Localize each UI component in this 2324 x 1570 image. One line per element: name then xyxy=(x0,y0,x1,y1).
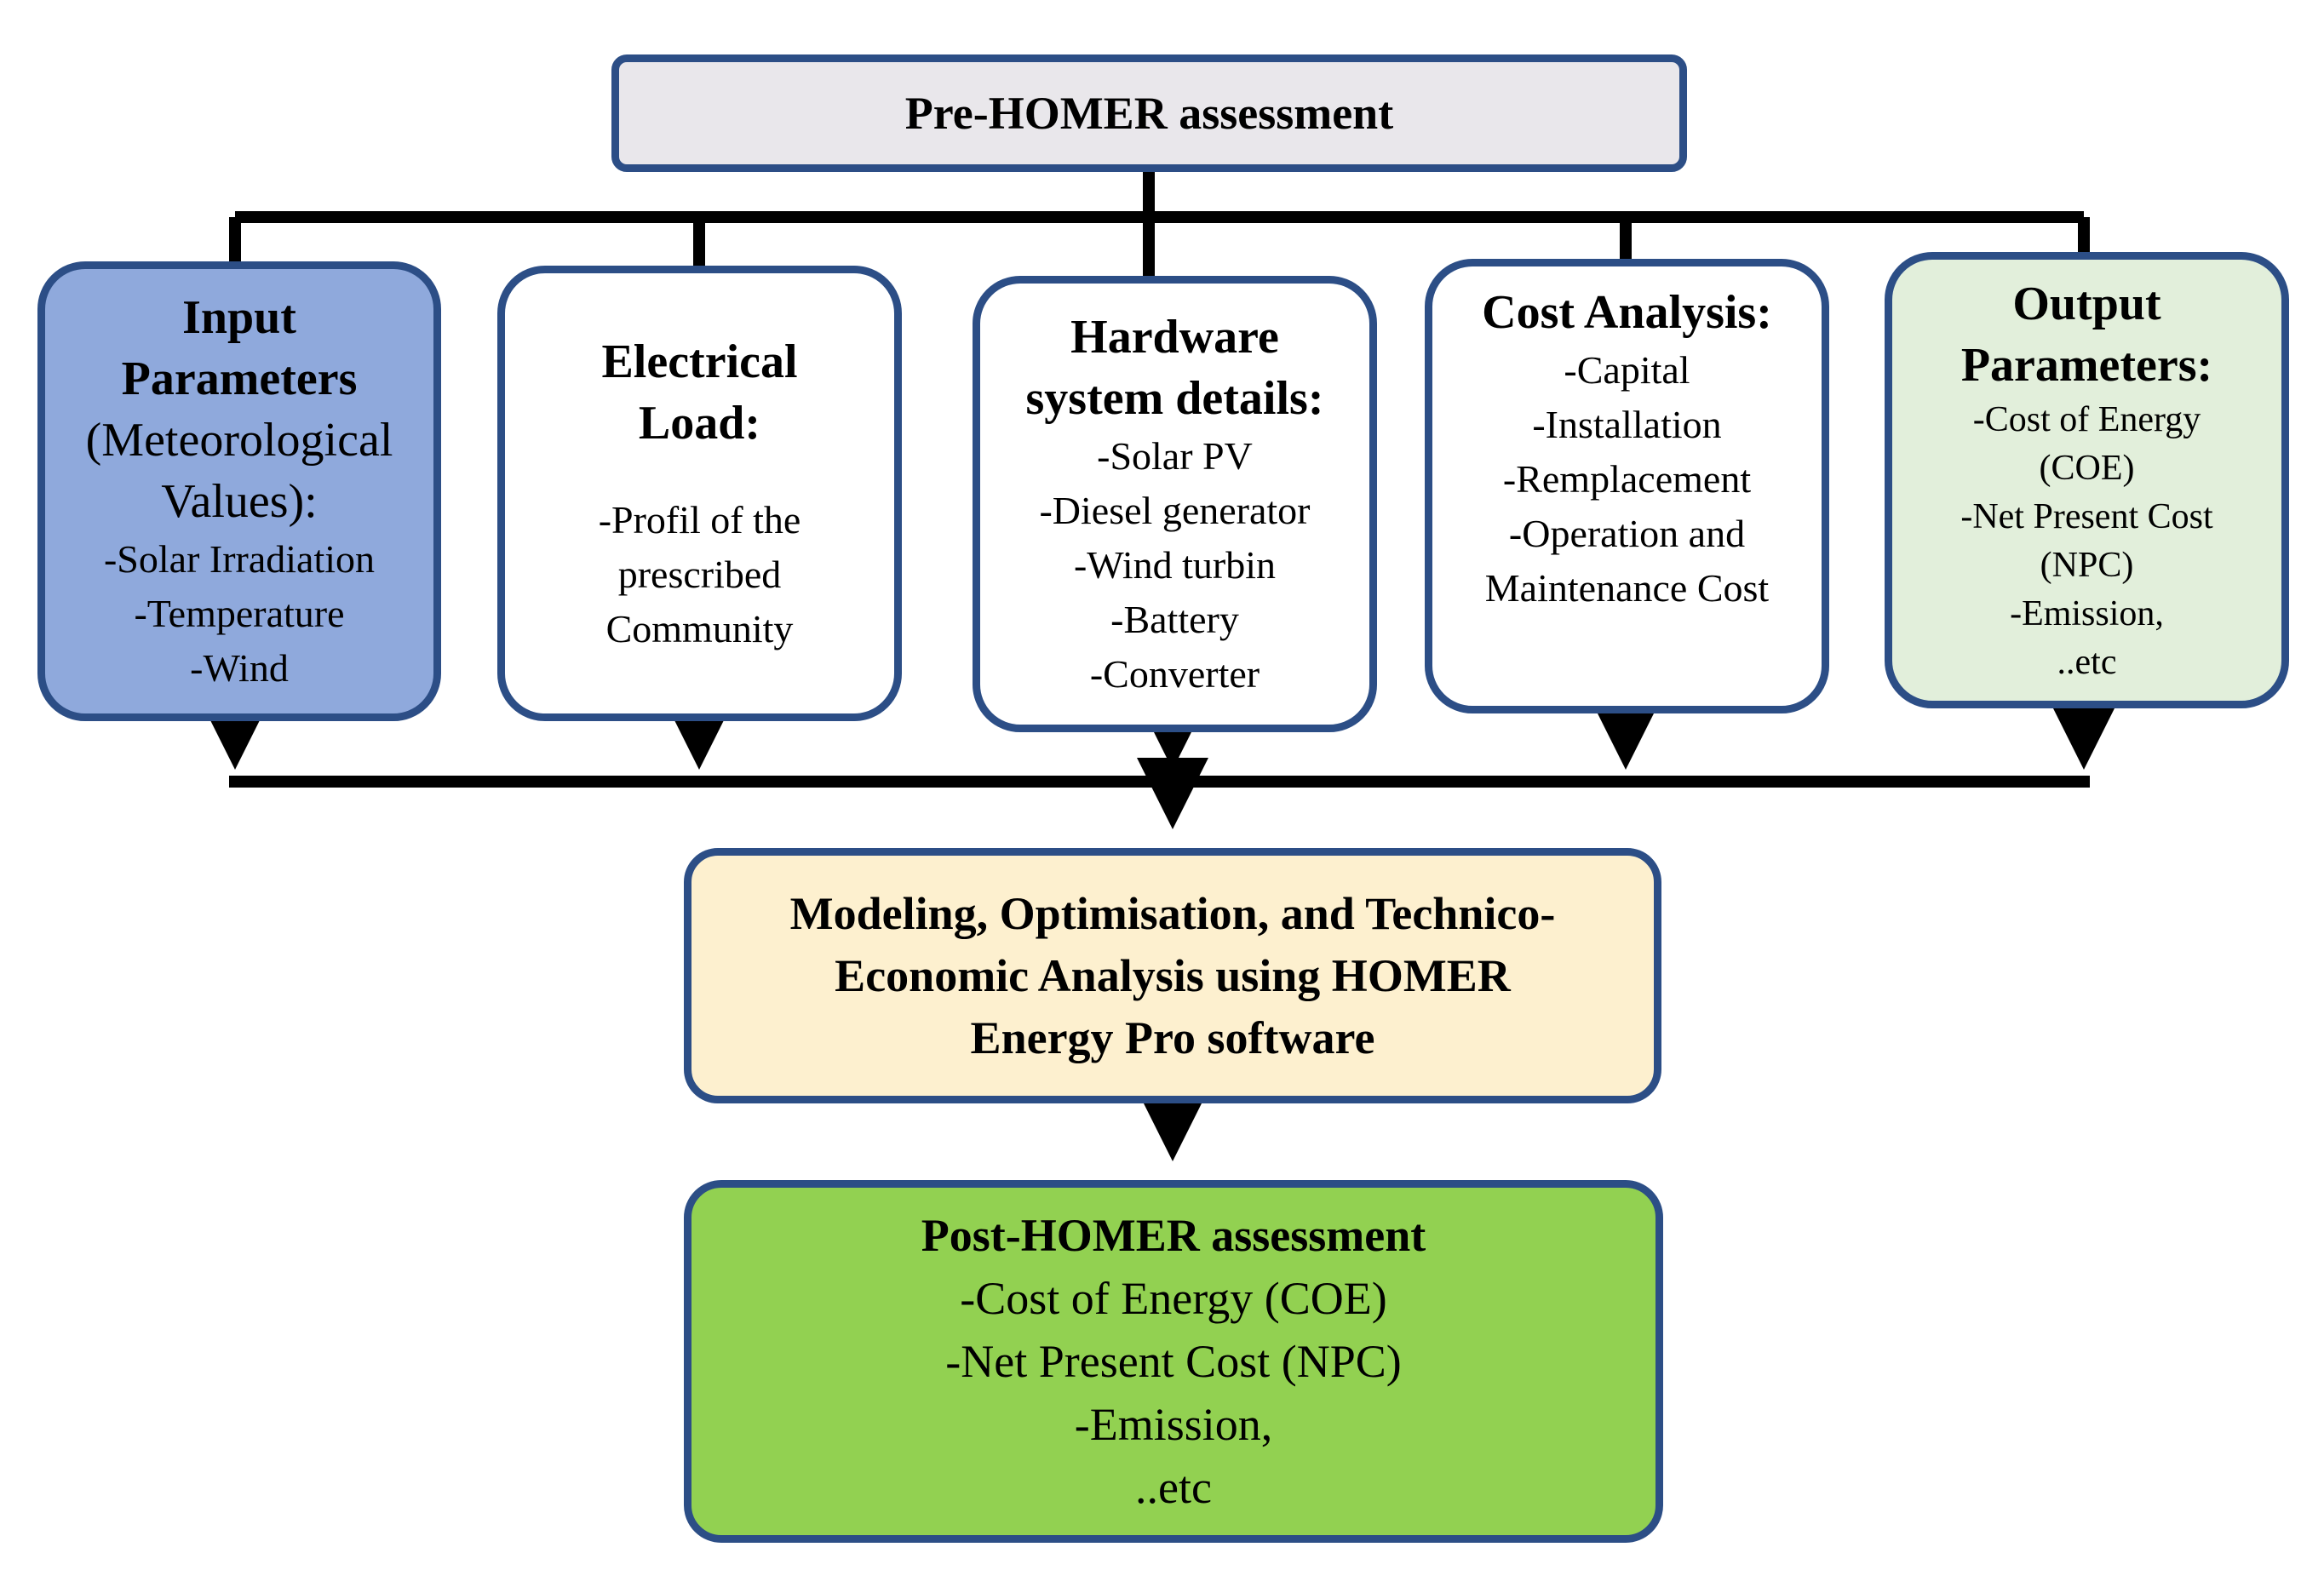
output-item-etc: ..etc xyxy=(2057,643,2117,682)
hardware-item-diesel-generator: -Diesel generator xyxy=(1039,489,1311,532)
output-parameters-box: Output Parameters: -Cost of Energy (COE)… xyxy=(1885,252,2289,708)
hardware-system-box: Hardware system details: -Solar PV -Dies… xyxy=(973,276,1377,732)
post-title: Post-HOMER assessment xyxy=(921,1210,1426,1261)
modeling-line-3: Energy Pro software xyxy=(970,1011,1375,1063)
post-item-emission: -Emission, xyxy=(1074,1399,1273,1450)
output-item-emission: -Emission, xyxy=(2010,594,2164,633)
load-item-line-1: -Profil of the xyxy=(598,497,801,541)
load-heading-line-1: Electrical xyxy=(601,335,798,388)
hardware-item-solar-pv: -Solar PV xyxy=(1097,434,1253,478)
modeling-line-2: Economic Analysis using HOMER xyxy=(835,949,1511,1001)
cost-analysis-box: Cost Analysis: -Capital -Installation -R… xyxy=(1425,259,1829,713)
load-item-line-3: Community xyxy=(605,606,794,650)
post-item-etc: ..etc xyxy=(1135,1462,1212,1513)
output-item-npc-abbr: (NPC) xyxy=(2040,546,2134,585)
post-homer-assessment-box: Post-HOMER assessment -Cost of Energy (C… xyxy=(684,1180,1663,1543)
post-item-npc: -Net Present Cost (NPC) xyxy=(945,1336,1402,1387)
post-item-coe: -Cost of Energy (COE) xyxy=(960,1273,1387,1324)
modeling-line-1: Modeling, Optimisation, and Technico- xyxy=(789,887,1556,939)
cost-item-operation: -Operation and xyxy=(1508,512,1746,555)
output-item-coe: -Cost of Energy xyxy=(1972,400,2201,439)
input-heading-line-1: Input xyxy=(182,291,296,344)
output-item-npc: -Net Present Cost xyxy=(1960,497,2213,536)
cost-heading: Cost Analysis: xyxy=(1482,286,1772,339)
output-heading-line-1: Output xyxy=(2012,278,2161,330)
hardware-item-wind-turbin: -Wind turbin xyxy=(1073,543,1277,587)
input-parameters-box: Input Parameters (Meteorological Values)… xyxy=(37,261,441,721)
input-subheading-line-1: (Meteorological xyxy=(85,414,393,467)
input-heading-line-2: Parameters xyxy=(121,352,358,405)
output-heading-line-2: Parameters: xyxy=(1960,339,2213,392)
input-item-solar-irradiation: -Solar Irradiation xyxy=(103,537,376,581)
electrical-load-box: Electrical Load: -Profil of the prescrib… xyxy=(497,266,902,721)
hardware-heading-line-2: system details: xyxy=(1025,372,1324,425)
hardware-item-converter: -Converter xyxy=(1089,652,1260,696)
load-heading-line-2: Load: xyxy=(638,396,761,450)
input-item-wind: -Wind xyxy=(190,646,289,690)
output-item-coe-abbr: (COE) xyxy=(2039,449,2135,488)
load-item-line-2: prescribed xyxy=(617,552,782,596)
cost-item-installation: -Installation xyxy=(1532,403,1722,446)
input-subheading-line-2: Values): xyxy=(161,475,318,528)
cost-item-capital: -Capital xyxy=(1564,348,1690,392)
hardware-heading-line-1: Hardware xyxy=(1070,311,1279,364)
hardware-item-battery: -Battery xyxy=(1110,598,1239,641)
homer-modeling-box: Modeling, Optimisation, and Technico- Ec… xyxy=(684,848,1661,1103)
input-item-temperature: -Temperature xyxy=(134,592,345,635)
pre-homer-title: Pre-HOMER assessment xyxy=(904,88,1394,139)
cost-item-maintenance: Maintenance Cost xyxy=(1484,566,1770,610)
cost-item-remplacement: -Remplacement xyxy=(1502,457,1752,501)
pre-homer-assessment-box: Pre-HOMER assessment xyxy=(611,54,1687,172)
